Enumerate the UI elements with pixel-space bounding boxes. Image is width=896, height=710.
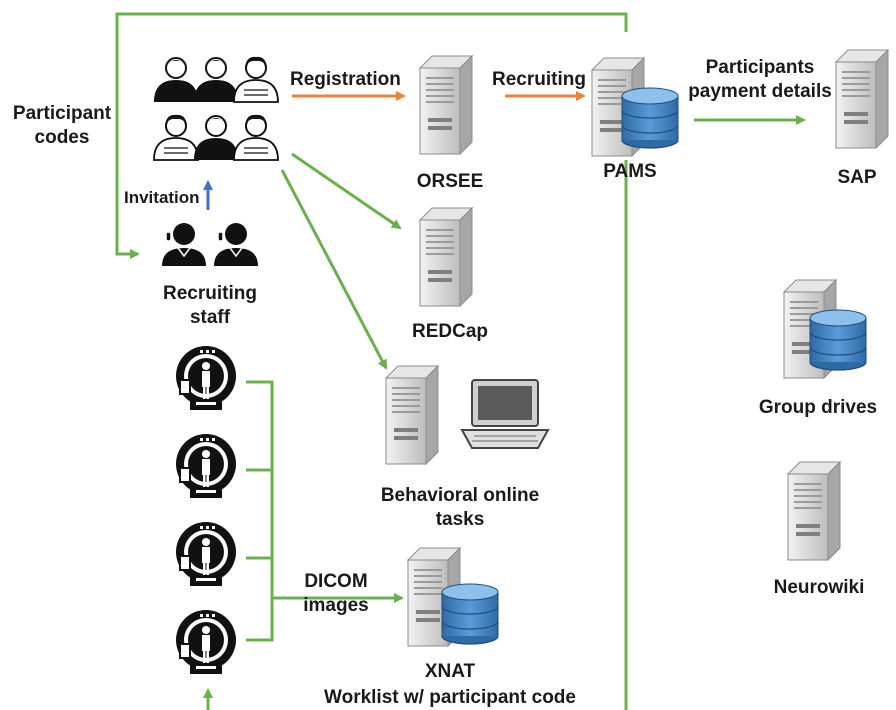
orsee-server-icon — [419, 55, 473, 155]
recruiting-staff-label: Recruiting staff — [163, 283, 257, 328]
redcap-arrow — [291, 152, 402, 230]
xnat-server-icon — [407, 547, 499, 647]
sap-label: SAP — [837, 167, 877, 188]
recruiting-label: Recruiting — [492, 69, 586, 90]
behavioral-server-icon — [385, 365, 439, 465]
worklist-label: Worklist w/ participant code — [324, 687, 576, 708]
payment-details-label: Participants payment details — [688, 57, 832, 102]
mri-scanner-icon — [175, 433, 237, 499]
mri-scanner-icon — [175, 521, 237, 587]
group-drives-server-icon — [783, 279, 867, 379]
neurowiki-label: Neurowiki — [773, 577, 865, 598]
laptop-icon — [460, 379, 550, 449]
participant-codes-loop — [115, 12, 628, 259]
neurowiki-server-icon — [787, 461, 841, 561]
behavioral-arrow — [280, 169, 388, 370]
behavioral-tasks-label: Behavioral online tasks — [380, 485, 540, 530]
mri-bracket — [246, 380, 274, 642]
mri-scanner-icon — [175, 609, 237, 675]
sap-server-icon — [835, 49, 889, 149]
mri-scanner-icon — [175, 345, 237, 411]
pams-server-icon — [591, 57, 679, 157]
registration-label: Registration — [290, 69, 401, 90]
xnat-label: XNAT — [424, 661, 476, 682]
pams-label: PAMS — [603, 161, 657, 182]
dicom-images-label: DICOM images — [303, 571, 369, 616]
invitation-label: Invitation — [124, 188, 200, 207]
group-drives-label: Group drives — [758, 397, 878, 418]
participants-group-icon — [153, 55, 279, 161]
redcap-label: REDCap — [411, 321, 488, 342]
recruiting-staff-icon — [161, 218, 259, 267]
redcap-server-icon — [419, 207, 473, 307]
orsee-label: ORSEE — [416, 171, 484, 192]
participant-codes-label: Participant codes — [12, 103, 112, 148]
